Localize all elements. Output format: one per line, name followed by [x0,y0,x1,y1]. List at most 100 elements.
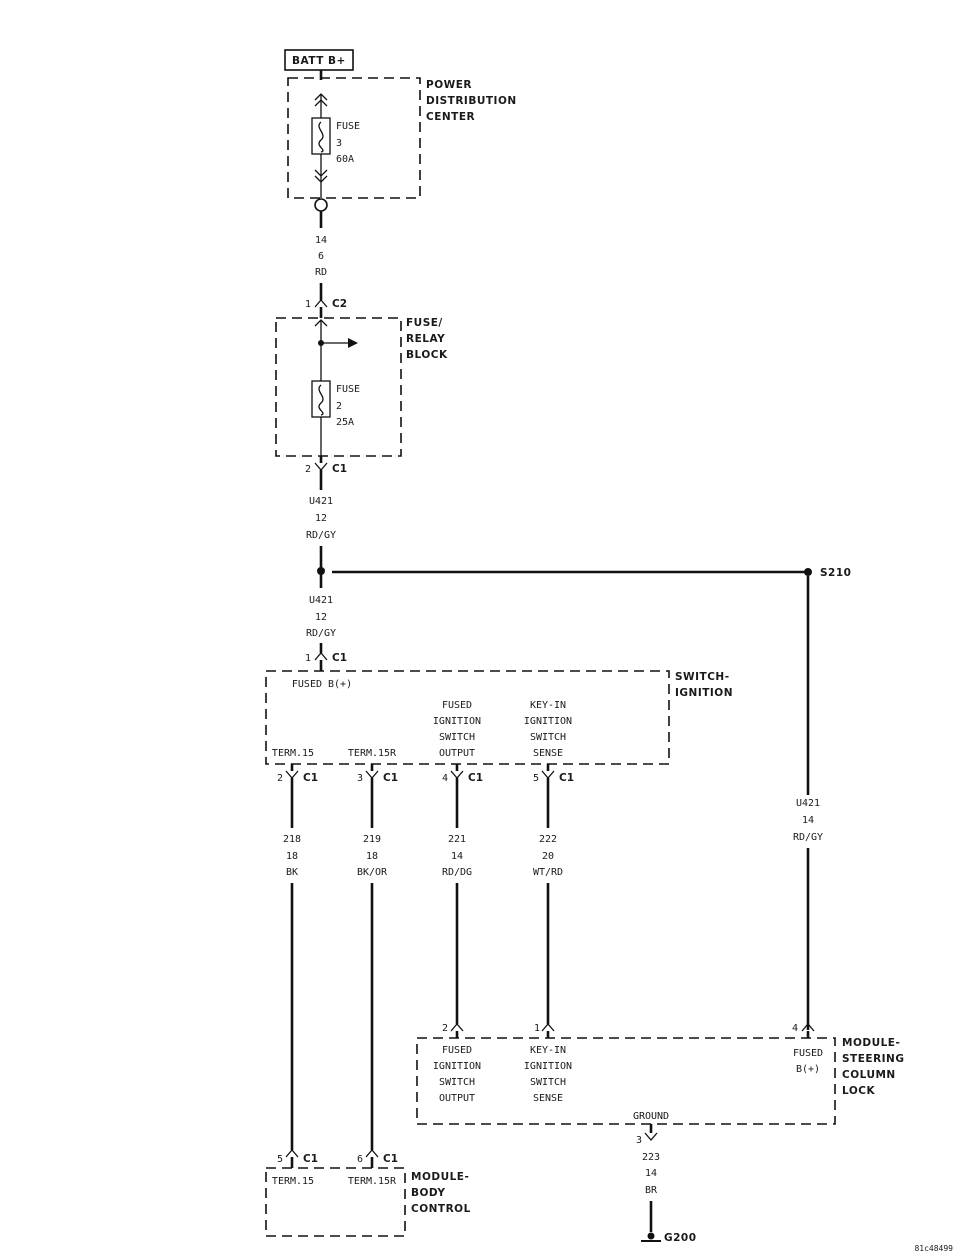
wire-splice-gauge: 14 [802,815,814,826]
lock-name-1: MODULE- [842,1037,900,1049]
wire-pdc-color: RD [315,267,327,278]
lock-pin-3-label: 3 [636,1135,642,1146]
svg-text:C1: C1 [559,772,574,784]
pdc-fuse-number: 3 [336,138,342,149]
lock-name-3: COLUMN [842,1069,896,1081]
wire-switch-gauge: 12 [315,612,327,623]
switch-term15: TERM.15 [272,748,314,759]
svg-text:218: 218 [283,834,301,845]
svg-text:20: 20 [542,851,554,862]
splice-label: S210 [820,567,851,579]
wire-ground-circuit: 223 [642,1152,660,1163]
frb-connector-out-pin: 2 [305,464,311,475]
ground-point-label: G200 [664,1232,697,1244]
wire-splice-color: RD/GY [793,832,823,843]
wire-switch-color: RD/GY [306,628,336,639]
wire-219: 219 18 BK/OR [357,778,388,1150]
switch-output-4: OUTPUT [439,748,475,759]
frb-fuse-label: FUSE [336,384,360,395]
frb-connector-in-pin: 1 [305,299,311,310]
steering-lock-box [416,1037,836,1125]
frb-connector-out [314,462,328,471]
lock-output-2: IGNITION [433,1061,481,1072]
pdc-fuse-rating: 60A [336,154,354,165]
frb-connector-out-name: C1 [332,463,347,475]
wire-frb-circuit: U421 [309,496,333,507]
switch-name-2: IGNITION [675,687,733,699]
frb-name-2: RELAY [406,333,445,345]
svg-text:C1: C1 [303,772,318,784]
svg-text:5: 5 [533,773,539,784]
switch-sense-2: IGNITION [524,716,572,727]
lock-output-4: OUTPUT [439,1093,475,1104]
body-term15: TERM.15 [272,1176,314,1187]
splice-node-left [317,567,325,575]
svg-text:18: 18 [366,851,378,862]
lock-sense-3: SWITCH [530,1077,566,1088]
switch-pin-2: 2 C1 [277,764,318,784]
svg-text:C1: C1 [303,1153,318,1165]
switch-sense-4: SENSE [533,748,563,759]
svg-text:14: 14 [451,851,463,862]
body-pin-5: 5 C1 [277,1149,318,1168]
switch-pin-3: 3 C1 [357,764,398,784]
pdc-name-1: POWER [426,79,472,91]
svg-text:6: 6 [357,1154,363,1165]
figure-id: 81c48499 [914,1244,953,1253]
lock-ground-label: GROUND [633,1111,669,1122]
svg-text:219: 219 [363,834,381,845]
switch-output-1: FUSED [442,700,472,711]
svg-text:4: 4 [442,773,448,784]
wire-218: 218 18 BK [283,778,301,1150]
wire-221: 221 14 RD/DG [442,778,472,1024]
body-pin-6: 6 C1 [357,1149,398,1168]
pdc-fuse-label: FUSE [336,121,360,132]
frb-fuse-number: 2 [336,401,342,412]
body-name-1: MODULE- [411,1171,469,1183]
splice-node-right [804,568,812,576]
lock-output-3: SWITCH [439,1077,475,1088]
frb-connector-in-name: C2 [332,298,347,310]
lock-output-1: FUSED [442,1045,472,1056]
switch-sense-3: SWITCH [530,732,566,743]
svg-text:BK: BK [286,867,298,878]
body-control-box [265,1167,406,1237]
body-name-2: BODY [411,1187,445,1199]
lock-fused-1: FUSED [793,1048,823,1059]
svg-text:3: 3 [357,773,363,784]
frb-box [275,317,402,457]
svg-text:RD/DG: RD/DG [442,867,472,878]
lock-sense-2: IGNITION [524,1061,572,1072]
switch-connector-in [314,652,328,661]
svg-text:221: 221 [448,834,466,845]
lock-name-2: STEERING [842,1053,904,1065]
lock-fused-2: B(+) [796,1064,820,1075]
wire-222: 222 20 WT/RD [533,778,563,1024]
wire-pdc-circuit: 14 [315,235,327,246]
svg-text:2: 2 [277,773,283,784]
lock-pin-4 [801,1023,815,1032]
wire-frb-gauge: 12 [315,513,327,524]
switch-name-1: SWITCH- [675,671,730,683]
frb-connector-in [314,299,328,308]
svg-text:BK/OR: BK/OR [357,867,388,878]
svg-text:5: 5 [277,1154,283,1165]
svg-text:18: 18 [286,851,298,862]
wire-frb-color: RD/GY [306,530,336,541]
pdc-box [287,77,421,199]
pdc-name-3: CENTER [426,111,475,123]
switch-sense-1: KEY-IN [530,700,566,711]
lock-name-4: LOCK [842,1085,875,1097]
switch-output-3: SWITCH [439,732,475,743]
svg-text:WT/RD: WT/RD [533,867,563,878]
pdc-name-2: DISTRIBUTION [426,95,517,107]
body-name-3: CONTROL [411,1203,471,1215]
lock-sense-1: KEY-IN [530,1045,566,1056]
body-term15r: TERM.15R [348,1176,397,1187]
switch-term15r: TERM.15R [348,748,397,759]
svg-text:C1: C1 [383,772,398,784]
ground-point [647,1232,655,1240]
battery-label: BATT B+ [292,55,346,67]
switch-output-2: IGNITION [433,716,481,727]
lock-sense-4: SENSE [533,1093,563,1104]
